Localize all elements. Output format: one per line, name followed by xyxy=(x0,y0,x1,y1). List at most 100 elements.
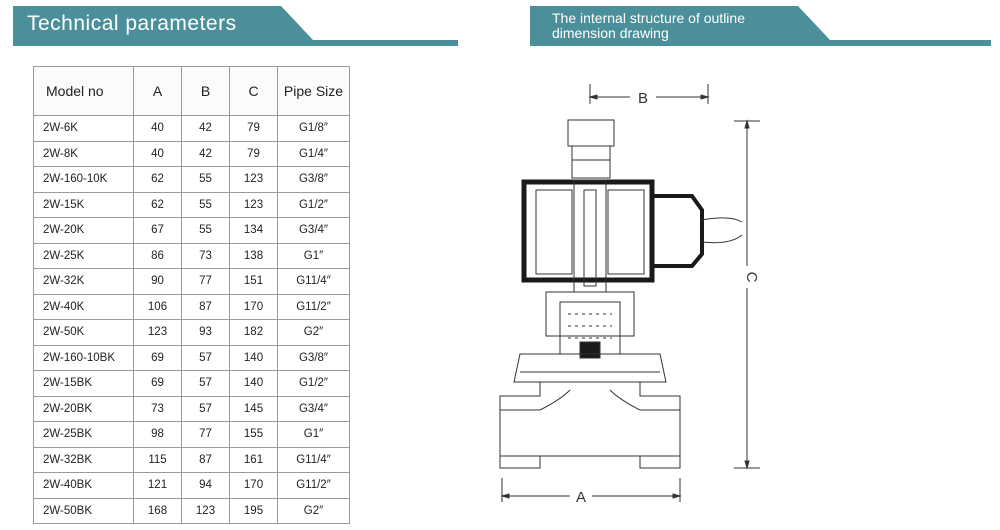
c-cell: 140 xyxy=(229,344,278,371)
technical-parameters-banner: Technical parameters xyxy=(13,6,458,46)
pipe-size-cell: G1/8″ xyxy=(277,115,350,142)
plunger xyxy=(583,189,597,287)
structure-drawing-banner: The internal structure of outline dimens… xyxy=(530,6,991,46)
b-cell: 94 xyxy=(181,472,230,499)
pipe-size-cell: G1″ xyxy=(277,421,350,448)
c-cell: 123 xyxy=(229,166,278,193)
b-cell: 87 xyxy=(181,446,230,473)
a-cell: 67 xyxy=(133,217,182,244)
cable-wire-lower xyxy=(701,234,743,244)
dim-a-arrow-left xyxy=(500,493,510,499)
dim-c-label: C xyxy=(743,272,760,283)
pipe-size-cell: G1/2″ xyxy=(277,370,350,397)
header-c: C xyxy=(229,66,278,116)
a-cell: 106 xyxy=(133,293,182,320)
cable-connector xyxy=(652,194,704,268)
model-no-cell: 2W-40K xyxy=(33,293,134,320)
pipe-size-cell: G11/2″ xyxy=(277,472,350,499)
c-cell: 145 xyxy=(229,395,278,422)
model-no-cell: 2W-25K xyxy=(33,242,134,269)
header-model-no: Model no xyxy=(33,66,134,116)
b-cell: 123 xyxy=(181,497,230,524)
b-cell: 42 xyxy=(181,115,230,142)
model-no-cell: 2W-25BK xyxy=(33,421,134,448)
c-cell: 151 xyxy=(229,268,278,295)
model-no-cell: 2W-50K xyxy=(33,319,134,346)
b-cell: 73 xyxy=(181,242,230,269)
a-cell: 90 xyxy=(133,268,182,295)
pipe-size-cell: G11/4″ xyxy=(277,268,350,295)
a-cell: 62 xyxy=(133,166,182,193)
b-cell: 57 xyxy=(181,344,230,371)
header-a: A xyxy=(133,66,182,116)
b-cell: 87 xyxy=(181,293,230,320)
dim-a-label: A xyxy=(576,489,586,506)
model-no-cell: 2W-160-10BK xyxy=(33,344,134,371)
pipe-size-cell: G2″ xyxy=(277,497,350,524)
pipe-size-cell: G3/4″ xyxy=(277,217,350,244)
structure-drawing-title: The internal structure of outline dimens… xyxy=(552,10,745,41)
c-cell: 155 xyxy=(229,421,278,448)
dim-c-arrow-top xyxy=(744,119,750,129)
b-cell: 77 xyxy=(181,268,230,295)
a-cell: 40 xyxy=(133,140,182,167)
a-cell: 121 xyxy=(133,472,182,499)
banner-shape xyxy=(13,6,458,46)
a-cell: 40 xyxy=(133,115,182,142)
diaphragm xyxy=(513,353,667,383)
c-cell: 195 xyxy=(229,497,278,524)
c-cell: 79 xyxy=(229,140,278,167)
model-no-cell: 2W-32K xyxy=(33,268,134,295)
dim-c-arrow-bottom xyxy=(744,460,750,470)
pipe-size-cell: G1/2″ xyxy=(277,191,350,218)
c-cell: 123 xyxy=(229,191,278,218)
c-cell: 134 xyxy=(229,217,278,244)
model-no-cell: 2W-20BK xyxy=(33,395,134,422)
c-cell: 182 xyxy=(229,319,278,346)
pipe-size-cell: G3/8″ xyxy=(277,344,350,371)
valve-outline-drawing: B C A xyxy=(499,84,760,506)
technical-parameters-title: Technical parameters xyxy=(27,12,237,35)
c-cell: 138 xyxy=(229,242,278,269)
top-nut xyxy=(567,119,615,147)
coil-winding-left xyxy=(535,189,573,275)
b-cell: 55 xyxy=(181,166,230,193)
dim-b-arrow-right xyxy=(700,94,710,100)
b-cell: 55 xyxy=(181,217,230,244)
b-cell: 77 xyxy=(181,421,230,448)
dim-b-label: B xyxy=(638,90,648,107)
pipe-size-cell: G11/2″ xyxy=(277,293,350,320)
model-no-cell: 2W-20K xyxy=(33,217,134,244)
c-cell: 170 xyxy=(229,293,278,320)
b-cell: 55 xyxy=(181,191,230,218)
pipe-size-cell: G2″ xyxy=(277,319,350,346)
a-cell: 69 xyxy=(133,370,182,397)
coil-housing xyxy=(521,179,655,283)
model-no-cell: 2W-6K xyxy=(33,115,134,142)
table-header-row: Model no A B C Pipe Size xyxy=(33,66,350,116)
cable-wire-upper xyxy=(701,217,743,223)
armature-tube-top xyxy=(571,145,611,179)
armature-tube xyxy=(573,179,607,293)
pipe-size-cell: G1″ xyxy=(277,242,350,269)
model-no-cell: 2W-15K xyxy=(33,191,134,218)
b-cell: 42 xyxy=(181,140,230,167)
c-cell: 170 xyxy=(229,472,278,499)
header-pipe-size: Pipe Size xyxy=(277,66,350,116)
dim-b-arrow-left xyxy=(588,94,598,100)
pipe-size-cell: G3/4″ xyxy=(277,395,350,422)
c-cell: 79 xyxy=(229,115,278,142)
